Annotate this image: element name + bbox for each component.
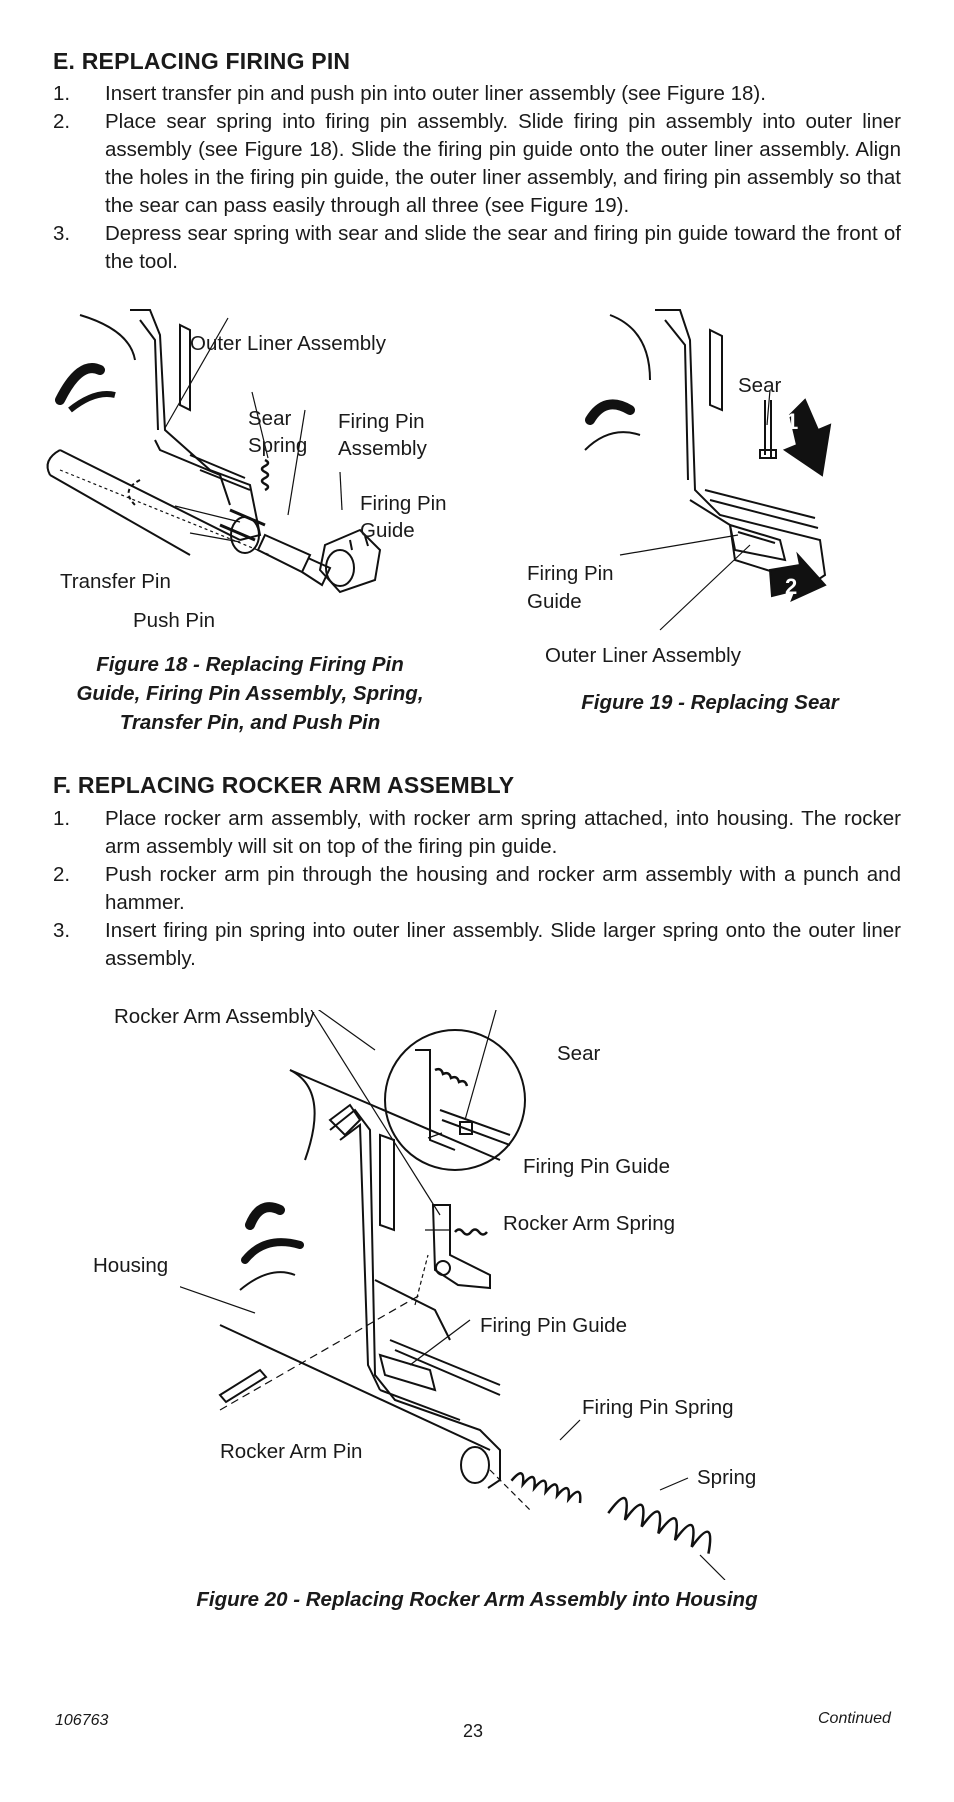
fig19-sear-label: Sear (738, 374, 782, 397)
fig18-outer-liner-label: Outer Liner Assembly (190, 332, 386, 355)
list-item: 2.Push rocker arm pin through the housin… (53, 863, 901, 914)
section-e-heading: E. REPLACING FIRING PIN (53, 48, 351, 74)
fig20-firing-pin-guide-top-label: Firing Pin Guide (523, 1155, 670, 1178)
fig20-firing-pin-guide-label: Firing Pin Guide (480, 1314, 627, 1337)
figure-19-caption: Figure 19 - Replacing Sear (581, 691, 839, 714)
list-item: 1.Insert transfer pin and push pin into … (53, 82, 766, 105)
fig19-firing-pin-guide-label-2: Guide (527, 590, 582, 613)
figure-20-illustration (180, 1010, 726, 1580)
fig20-sear-label: Sear (557, 1042, 601, 1065)
fig18-transfer-pin-label: Transfer Pin (60, 570, 171, 593)
fig20-firing-pin-spring-label: Firing Pin Spring (582, 1396, 734, 1419)
fig18-push-pin-label: Push Pin (133, 609, 216, 632)
fig20-housing-label: Housing (93, 1254, 169, 1277)
section-e-steps: 1.Insert transfer pin and push pin into … (53, 80, 901, 276)
fig20-rocker-arm-assembly-label: Rocker Arm Assembly (114, 1005, 315, 1028)
fig18-firing-pin-guide-label-2: Guide (360, 519, 415, 542)
fig20-spring-label: Spring (697, 1466, 757, 1489)
figure-19-illustration (584, 309, 832, 631)
list-item: 3.Depress sear spring with sear and slid… (53, 222, 901, 273)
fig20-rocker-arm-pin-label: Rocker Arm Pin (220, 1440, 363, 1463)
page-number: 23 (463, 1721, 484, 1741)
fig18-sear-spring-label-1: Sear (248, 407, 292, 430)
section-f-heading: F. REPLACING ROCKER ARM ASSEMBLY (53, 772, 515, 798)
figure-20-caption: Figure 20 - Replacing Rocker Arm Assembl… (196, 1588, 758, 1611)
figure-18-illustration (46, 309, 382, 594)
list-item: 1.Place rocker arm assembly, with rocker… (53, 807, 901, 858)
continued-note: Continued (818, 1710, 891, 1727)
doc-number: 106763 (55, 1712, 109, 1729)
fig19-arrow-1-label: 1 (786, 409, 799, 434)
fig20-rocker-arm-spring-label: Rocker Arm Spring (503, 1212, 676, 1235)
figure-18-caption: Figure 18 - Replacing Firing Pin Guide, … (76, 653, 424, 734)
fig18-firing-pin-assembly-label-1: Firing Pin (338, 410, 425, 433)
list-item: 2.Place sear spring into firing pin asse… (53, 110, 901, 217)
list-item: 3.Insert firing pin spring into outer li… (53, 919, 901, 970)
fig18-firing-pin-assembly-label-2: Assembly (338, 437, 427, 460)
section-f-steps: 1.Place rocker arm assembly, with rocker… (53, 805, 901, 973)
fig19-firing-pin-guide-label-1: Firing Pin (527, 562, 614, 585)
fig19-outer-liner-label: Outer Liner Assembly (545, 644, 741, 667)
fig19-arrow-2-label: 2 (785, 574, 798, 599)
fig18-sear-spring-label-2: Spring (248, 434, 308, 457)
fig18-firing-pin-guide-label-1: Firing Pin (360, 492, 447, 515)
